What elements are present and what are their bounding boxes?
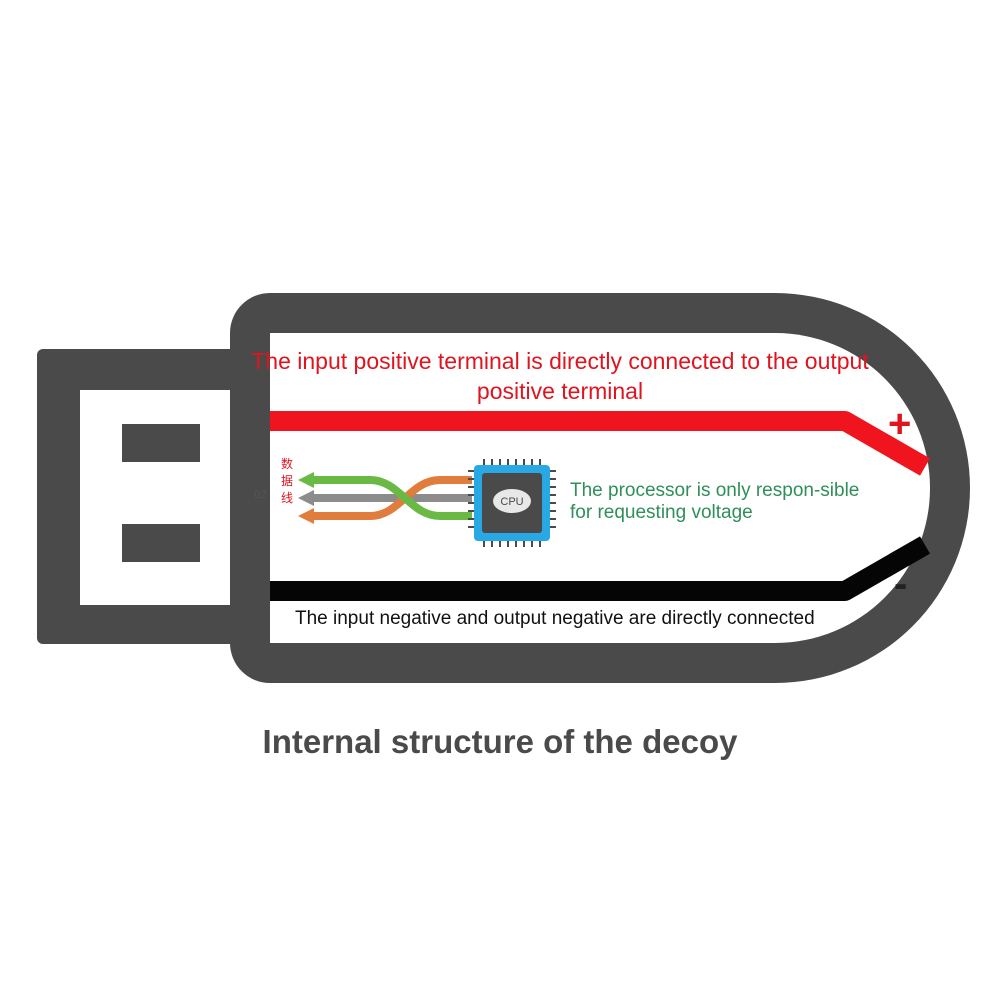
usb-pin-bottom: [122, 524, 200, 562]
positive-terminal-symbol: +: [888, 402, 912, 446]
positive-wire: [270, 411, 930, 476]
cpu-chip-icon: CPU: [468, 459, 556, 547]
processor-label: The processor is only respon-sible for r…: [570, 480, 860, 523]
data-pin-label: 02: [254, 489, 267, 501]
cpu-label: CPU: [500, 496, 523, 508]
negative-wire: [270, 536, 930, 601]
negative-terminal-symbol: -: [894, 562, 908, 606]
usb-pin-top: [122, 424, 200, 462]
arrow-left-icon: [298, 490, 314, 506]
green-data-wire: [312, 476, 472, 520]
negative-line-label: The input negative and output negative a…: [295, 608, 815, 629]
device-housing-inner: [270, 333, 930, 643]
usb-plug-inner: [80, 390, 230, 605]
arrow-left-icon: [298, 508, 314, 524]
data-line-label: 数据线: [280, 457, 293, 505]
arrow-left-icon: [298, 472, 314, 488]
positive-line-label: The input positive terminal is directly …: [251, 348, 869, 404]
diagram-caption: Internal structure of the decoy: [262, 723, 738, 760]
